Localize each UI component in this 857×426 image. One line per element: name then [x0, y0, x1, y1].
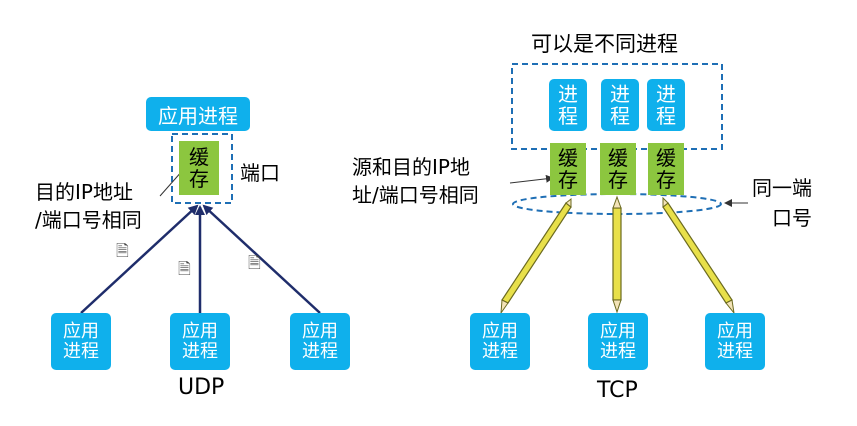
tcp-process-3-line-2: 程	[656, 104, 676, 128]
udp-bottom-process-3-line-1: 应用	[302, 320, 338, 342]
tcp-bottom-process-2: 应用 进程	[588, 313, 648, 370]
tcp-title: 可以是不同进程	[531, 32, 678, 56]
tcp-process-2: 进 程	[601, 79, 639, 131]
tcp-process-3-line-1: 进	[656, 82, 676, 106]
tcp-buffer-3-line-2: 存	[656, 168, 676, 192]
udp-bottom-process-3: 应用 进程	[290, 313, 350, 370]
udp-bottom-process-1: 应用 进程	[51, 313, 111, 370]
tcp-buffer-1-line-2: 存	[558, 168, 578, 192]
tcp-process-3: 进 程	[647, 79, 685, 131]
udp-top-process: 应用进程	[146, 97, 250, 131]
udp-same-label-line-2: /端口号相同	[35, 208, 142, 232]
tcp-process-2-line-1: 进	[610, 82, 630, 106]
udp-buffer-char-2: 存	[189, 167, 209, 191]
udp-buffer: 缓 存	[179, 141, 219, 195]
tcp-process-1-line-2: 程	[558, 104, 578, 128]
tcp-bottom-process-3-line-2: 进程	[717, 340, 753, 362]
tcp-pencil-left	[500, 197, 572, 315]
tcp-port-label-line-1: 同一端	[752, 176, 812, 200]
tcp-label-pointer	[509, 174, 554, 184]
tcp-bottom-process-3: 应用 进程	[705, 313, 765, 370]
tcp-same-label-line-1: 源和目的IP地	[352, 155, 470, 179]
tcp-port-label: 同一端 口号	[752, 173, 812, 233]
udp-port-label: 端口	[240, 161, 280, 185]
udp-bottom-process-1-line-2: 进程	[63, 340, 99, 362]
tcp-protocol-label: TCP	[597, 378, 638, 403]
tcp-same-label-line-2: 址/端口号相同	[352, 183, 479, 207]
tcp-bottom-process-3-line-1: 应用	[717, 320, 753, 342]
udp-bottom-process-1-line-1: 应用	[63, 320, 99, 342]
tcp-port-label-line-2: 口号	[772, 206, 812, 230]
tcp-bottom-process-2-line-1: 应用	[600, 320, 636, 342]
udp-port-dashed-box	[171, 133, 233, 204]
udp-bottom-process-2-line-1: 应用	[182, 320, 218, 342]
udp-bottom-process-2: 应用 进程	[170, 313, 230, 370]
tcp-process-1-line-1: 进	[558, 82, 578, 106]
udp-arrow-left	[80, 204, 199, 314]
tcp-pencil-right	[662, 196, 735, 315]
tcp-process-1: 进 程	[549, 79, 587, 131]
udp-bottom-process-2-line-2: 进程	[182, 340, 218, 362]
document-icon: 🗎	[116, 241, 129, 260]
udp-bottom-process-3-line-2: 进程	[302, 340, 338, 362]
tcp-buffer-3: 缓 存	[648, 143, 684, 195]
document-icon: 🗎	[248, 253, 261, 272]
udp-buffer-char-1: 缓	[189, 145, 209, 169]
tcp-bottom-process-1-line-1: 应用	[482, 320, 518, 342]
udp-protocol-label: UDP	[178, 375, 225, 400]
tcp-pencil-middle	[612, 195, 622, 314]
udp-arrow-right	[202, 204, 321, 314]
tcp-buffer-2-line-2: 存	[608, 168, 628, 192]
tcp-bottom-process-1: 应用 进程	[470, 313, 530, 370]
tcp-same-label: 源和目的IP地 址/端口号相同	[352, 153, 479, 209]
tcp-buffer-1: 缓 存	[550, 143, 586, 195]
document-icon: 🗎	[178, 259, 191, 278]
udp-same-label-line-1: 目的IP地址	[35, 180, 133, 204]
tcp-buffer-1-line-1: 缓	[558, 146, 578, 170]
udp-top-process-label: 应用进程	[158, 103, 238, 128]
tcp-buffer-2: 缓 存	[600, 143, 636, 195]
tcp-buffer-2-line-1: 缓	[608, 146, 628, 170]
tcp-bottom-process-1-line-2: 进程	[482, 340, 518, 362]
tcp-process-2-line-2: 程	[610, 104, 630, 128]
udp-same-label: 目的IP地址 /端口号相同	[35, 178, 142, 234]
tcp-buffer-3-line-1: 缓	[656, 146, 676, 170]
tcp-bottom-process-2-line-2: 进程	[600, 340, 636, 362]
